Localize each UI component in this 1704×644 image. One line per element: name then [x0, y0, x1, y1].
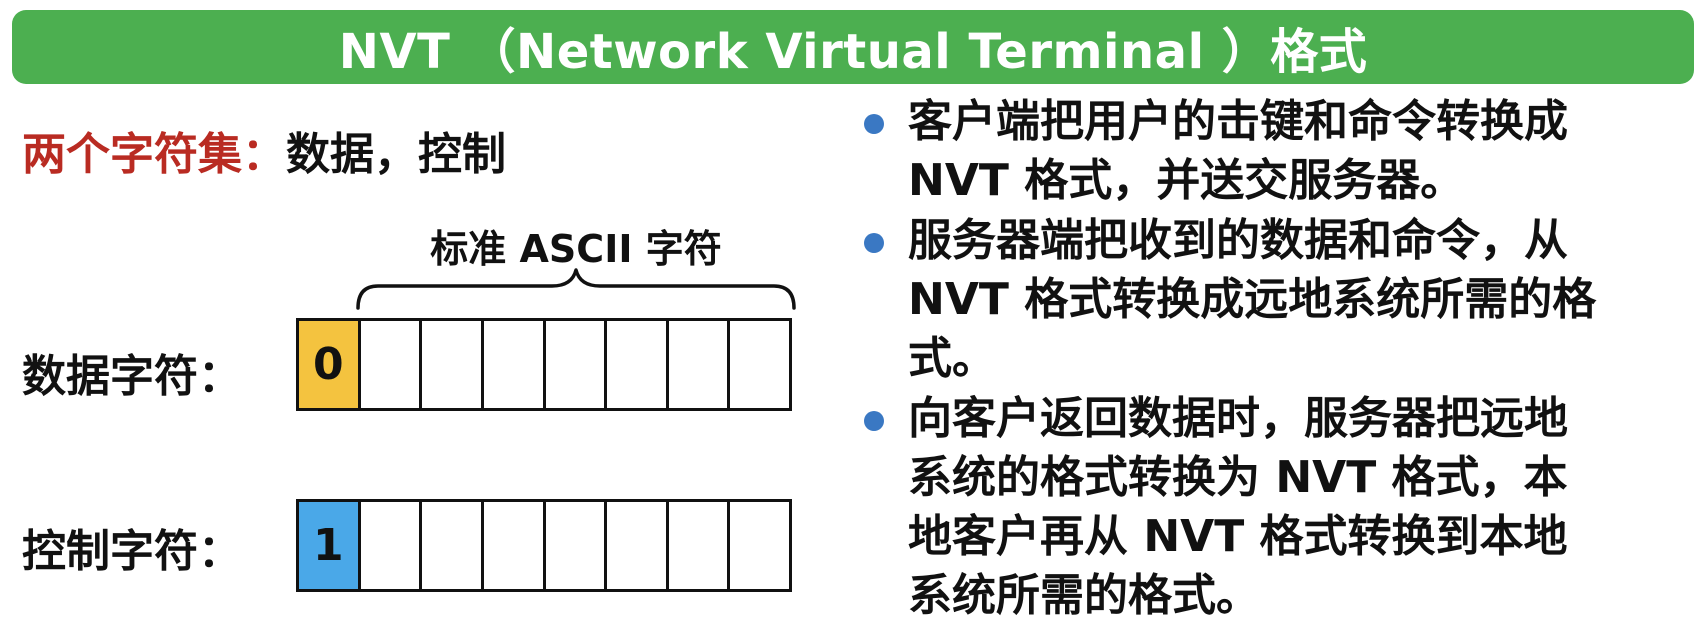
bullet-dot-icon	[864, 233, 884, 253]
page-title: NVT （Network Virtual Terminal ）格式	[338, 24, 1368, 80]
bit-cell	[422, 502, 484, 589]
bullet-line: NVT 格式，并送交服务器。	[908, 155, 1465, 206]
charset-label: 两个字符集：	[22, 129, 286, 180]
bullet-item: 向客户返回数据时，服务器把远地 系统的格式转换为 NVT 格式，本 地客户再从 …	[860, 389, 1700, 625]
bullet-line: 客户端把用户的击键和命令转换成	[908, 96, 1568, 147]
bit-cell	[669, 502, 731, 589]
bullet-line: 系统的格式转换为 NVT 格式，本	[908, 452, 1568, 503]
brace-icon	[356, 268, 796, 310]
bit-cell	[484, 321, 546, 408]
bullet-line: 系统所需的格式。	[908, 570, 1260, 621]
control-flag-bit: 1	[299, 502, 361, 589]
bit-cell	[607, 502, 669, 589]
bullet-line: 向客户返回数据时，服务器把远地	[908, 393, 1568, 444]
bullet-line: 式。	[908, 333, 996, 384]
bullet-dot-icon	[864, 411, 884, 431]
bit-cell	[546, 321, 608, 408]
bit-cell	[361, 321, 423, 408]
bullet-line: 地客户再从 NVT 格式转换到本地	[908, 511, 1568, 562]
bit-cell	[730, 321, 789, 408]
bit-cell	[361, 502, 423, 589]
bullet-item: 服务器端把收到的数据和命令，从 NVT 格式转换成远地系统所需的格 式。	[860, 211, 1700, 388]
data-char-label: 数据字符：	[22, 351, 242, 402]
bullet-item: 客户端把用户的击键和命令转换成 NVT 格式，并送交服务器。	[860, 92, 1700, 210]
charset-value: 数据，控制	[286, 129, 506, 180]
bit-cell	[669, 321, 731, 408]
data-char-bits: 0	[296, 318, 792, 411]
bullet-line: 服务器端把收到的数据和命令，从	[908, 215, 1568, 266]
bit-cell	[607, 321, 669, 408]
charset-line: 两个字符集：数据，控制	[22, 118, 506, 182]
bit-cell	[546, 502, 608, 589]
bit-cell	[730, 502, 789, 589]
control-char-bits: 1	[296, 499, 792, 592]
bit-cell	[422, 321, 484, 408]
brace-label: 标准 ASCII 字符	[430, 227, 722, 271]
bullet-list: 客户端把用户的击键和命令转换成 NVT 格式，并送交服务器。 服务器端把收到的数…	[860, 92, 1700, 626]
data-flag-bit: 0	[299, 321, 361, 408]
control-char-label: 控制字符：	[22, 526, 242, 577]
title-bar: NVT （Network Virtual Terminal ）格式	[12, 10, 1694, 84]
bullet-line: NVT 格式转换成远地系统所需的格	[908, 274, 1597, 325]
bit-cell	[484, 502, 546, 589]
bullet-dot-icon	[864, 114, 884, 134]
